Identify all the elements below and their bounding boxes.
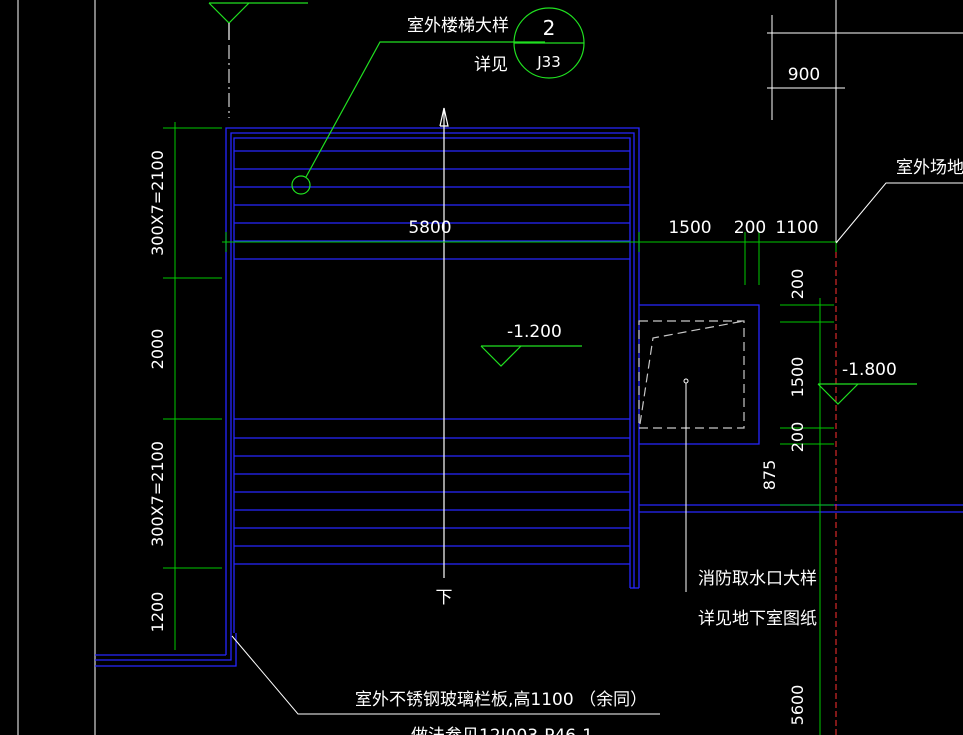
callout-see: 详见	[474, 55, 508, 75]
elevation-landing: -1.200	[507, 322, 562, 342]
railing-note: 室外不锈钢玻璃栏板,高1100 （余同）	[355, 690, 647, 710]
elevation-right: -1.800	[842, 360, 897, 380]
left-vertical-dimension	[163, 122, 222, 650]
dim-900: 900	[788, 65, 820, 85]
walk-direction-arrow	[439, 107, 449, 578]
outdoor-site-leader	[835, 182, 963, 244]
elevation-marker-landing	[480, 345, 582, 367]
dim-left-1200: 1200	[148, 592, 167, 633]
detail-number: 2	[543, 16, 556, 40]
elevation-marker-right	[817, 383, 917, 405]
lower-flight-treads	[234, 418, 630, 565]
dim-vert-200-upper: 200	[788, 269, 807, 300]
callout-leader	[291, 7, 585, 195]
dim-vert-5600: 5600	[788, 685, 807, 726]
hydrant-title: 消防取水口大样	[698, 569, 817, 589]
top-elevation-marker	[208, 2, 308, 40]
dim-vert-875: 875	[760, 460, 779, 491]
bottom-partial-note: 做法参见12J003-P46-1	[411, 726, 593, 735]
dim-1500: 1500	[668, 218, 711, 238]
hydrant-see: 详见地下室图纸	[698, 609, 817, 629]
top-right-dimension	[767, 0, 963, 242]
dim-vert-1500: 1500	[788, 357, 807, 398]
horizontal-dimension-line	[222, 232, 838, 285]
outdoor-site-label: 室外场地	[896, 158, 963, 178]
left-wall-lines	[17, 0, 96, 735]
down-label: 下	[436, 588, 453, 608]
railing-note-leader	[231, 635, 660, 715]
dim-left-flight-lower: 300X7=2100	[148, 441, 167, 547]
hydrant-intake-outline	[638, 320, 745, 429]
upper-flight-treads	[234, 150, 630, 260]
callout-title: 室外楼梯大样	[407, 16, 509, 36]
dim-1100: 1100	[775, 218, 818, 238]
dim-200: 200	[734, 218, 766, 238]
dim-vert-200-lower: 200	[788, 422, 807, 453]
sheet-number: J33	[536, 53, 561, 71]
dim-5800: 5800	[408, 218, 451, 238]
dim-left-landing: 2000	[148, 329, 167, 370]
right-vertical-dimension	[780, 298, 834, 735]
dim-left-flight-upper: 300X7=2100	[148, 150, 167, 256]
